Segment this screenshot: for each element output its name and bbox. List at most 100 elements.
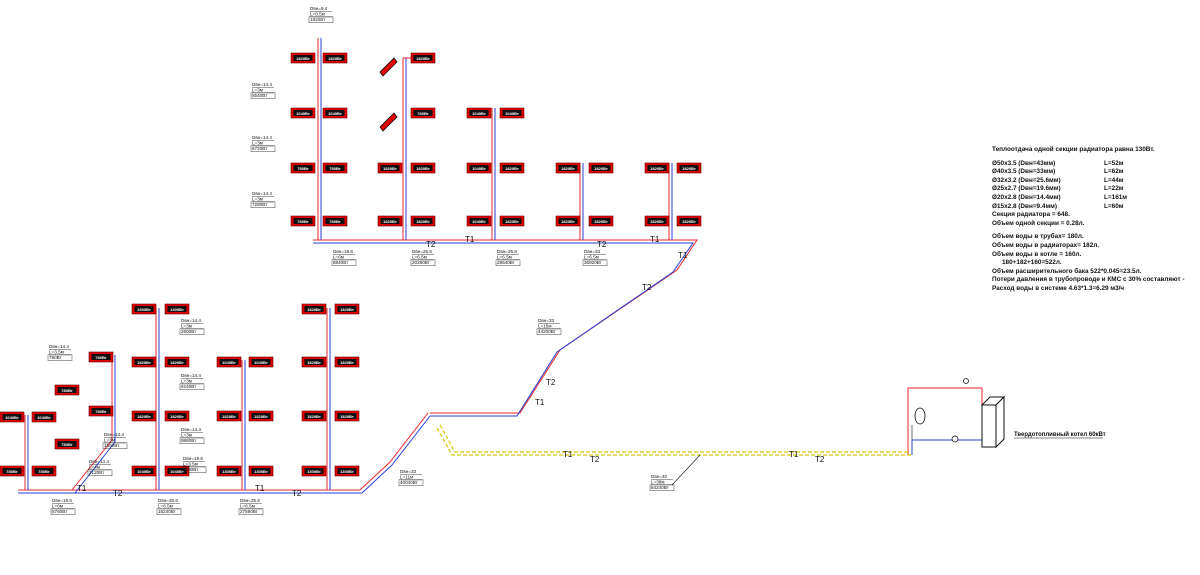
- radiator: 1820Вт: [410, 162, 436, 174]
- pipe-label-line: L=3.5м: [49, 350, 64, 355]
- spec-pressure: Потери давления в трубопроводе и КМС с 3…: [992, 276, 1185, 284]
- line-tag: T2: [642, 283, 652, 292]
- line-tag: T2: [590, 455, 600, 464]
- radiator: 780Вт: [88, 351, 114, 363]
- radiator: 1820Вт: [301, 356, 327, 368]
- radiator-power-label: 1820Вт: [307, 307, 321, 312]
- radiator: 1820Вт: [216, 410, 242, 422]
- pipe-segment: [911, 439, 982, 455]
- pipe-label-line: L=4м: [89, 465, 100, 470]
- radiator: 1820Вт: [377, 215, 403, 227]
- radiator: 1820Вт: [499, 162, 525, 174]
- pipe-label-line: L=3м: [252, 88, 263, 93]
- radiator: 1820Вт: [499, 215, 525, 227]
- radiator-power-label: 1040Вт: [137, 469, 151, 474]
- pipe-label-line: Dвн=14.4: [181, 373, 201, 378]
- spec-flow: Расход воды в системе 4.63*1.3=6.29 м3/ч: [992, 284, 1125, 292]
- pipe-label-line: Dвн=33: [400, 469, 417, 474]
- pipe-label-line: L=3м: [181, 433, 192, 438]
- radiator-power-label: 1820Вт: [561, 219, 575, 224]
- radiator-power-label: 780Вт: [61, 442, 73, 447]
- spec-pipe-row: Ø50x3.5 (Dвн=43мм)L=52м: [992, 159, 1124, 167]
- radiator: 1820Вт: [301, 303, 327, 315]
- pipe-label-line: 5760Вт: [52, 509, 68, 514]
- radiator-power-label: 1820Вт: [170, 414, 184, 419]
- radiator: 780Вт: [88, 405, 114, 417]
- radiator-power-label: 1300Вт: [137, 307, 151, 312]
- pipe-label-line: L=15м: [538, 324, 552, 329]
- pipe-label-line: L=3м: [252, 197, 263, 202]
- pipe-label-line: 3120Вт: [89, 470, 105, 475]
- radiator-power-label: 1820Вт: [594, 219, 608, 224]
- spec-expansion: Объем расширительного бака 522*0.045=23.…: [992, 267, 1142, 275]
- radiator: 780Вт: [322, 215, 348, 227]
- radiator: 1820Вт: [377, 162, 403, 174]
- line-tag: T1: [563, 450, 573, 459]
- radiator-power-label: 1040Вт: [254, 360, 268, 365]
- pipe-label-line: Dвн=14.4: [181, 318, 201, 323]
- valve-icon: [963, 378, 969, 384]
- pipe-label-line: 44200Вт: [538, 329, 557, 334]
- radiator-power-label: 1820Вт: [222, 414, 236, 419]
- radiator: 1300Вт: [334, 465, 360, 477]
- pipe-label-line: Dвн=33: [584, 249, 601, 254]
- pipe-label-line: 40040Вт: [400, 480, 419, 485]
- radiator-power-label: 1820Вт: [650, 219, 664, 224]
- radiator-power-label: 1820Вт: [416, 219, 430, 224]
- pipe-label-line: Dвн=14.4: [89, 459, 109, 464]
- spec-sections: Секция радиатора = 648.: [992, 211, 1070, 219]
- radiator: 1040Вт: [322, 107, 348, 119]
- radiator: 1300Вт: [301, 465, 327, 477]
- radiator: 1820Вт: [410, 215, 436, 227]
- radiator: 1820Вт: [588, 215, 614, 227]
- pipe-label-line: Dвн=25.6: [497, 249, 517, 254]
- radiator-power-label: 1300Вт: [254, 469, 268, 474]
- radiator: 1820Вт: [334, 303, 360, 315]
- pipe-label-group: Dвн=9.4L=0.5м1820ВтDвн=14.4L=3м5540ВтDвн…: [47, 6, 675, 515]
- pipe-label-line: L=11м: [400, 475, 413, 480]
- boiler-unit: Твердотопливный котел 60кВт: [914, 378, 1106, 449]
- pipe-network: [18, 38, 983, 494]
- radiator-group: 1820Вт 1820Вт 1040Вт 1040Вт 780Вт 780Вт 780Вт 7…: [0, 52, 702, 477]
- radiator-power-label: 780Вт: [297, 166, 309, 171]
- spec-vol-total: 180+182+160=522л.: [1002, 259, 1062, 267]
- line-tag: T1: [789, 450, 799, 459]
- spec-pipe-row: Ø32x3.2 (Dвн=25.6мм)L=44м: [992, 176, 1124, 184]
- radiator-angled: [379, 112, 398, 132]
- radiator: 1040Вт: [248, 356, 274, 368]
- radiator: 1040Вт: [164, 465, 190, 477]
- radiator-power-label: 1820Вт: [505, 166, 519, 171]
- radiator-power-label: 780Вт: [95, 409, 107, 414]
- pipe-label-line: L=3.5м: [183, 462, 198, 467]
- radiator: 1040Вт: [499, 107, 525, 119]
- pipe-label-line: Dвн=14.4: [252, 135, 272, 140]
- radiator-power-label: 1820Вт: [296, 56, 310, 61]
- pipe-segment: [313, 239, 698, 414]
- radiator-power-label: 1820Вт: [307, 414, 321, 419]
- radiator: 1820Вт: [588, 162, 614, 174]
- pipe-label-line: 5540Вт: [252, 93, 268, 98]
- line-tag: T1: [535, 398, 545, 407]
- radiator: 1040Вт: [466, 162, 492, 174]
- radiator-power-label: 780Вт: [61, 388, 73, 393]
- radiator-power-label: 1820Вт: [340, 360, 354, 365]
- radiator: 1820Вт: [248, 410, 274, 422]
- radiator-angled: [379, 57, 398, 77]
- radiator-power-label: 1300Вт: [307, 469, 321, 474]
- radiator-power-label: 1820Вт: [594, 166, 608, 171]
- radiator: 1300Вт: [248, 465, 274, 477]
- expansion-tank: [914, 407, 926, 425]
- radiator-power-label: 1040Вт: [472, 166, 486, 171]
- radiator: 1040Вт: [31, 411, 57, 423]
